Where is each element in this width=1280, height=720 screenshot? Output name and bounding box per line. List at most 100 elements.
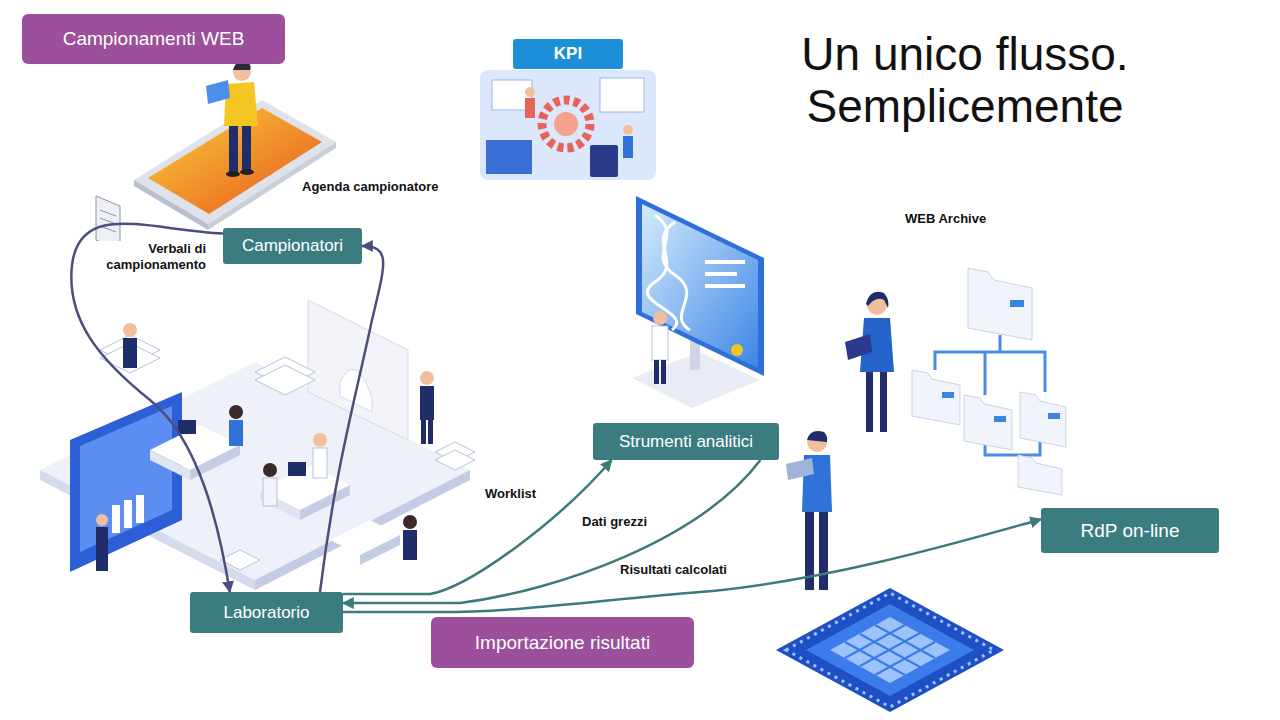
kpi-illustration bbox=[542, 100, 590, 148]
archive-tree-illustration bbox=[1018, 455, 1062, 495]
person-figure bbox=[807, 432, 827, 452]
laboratory-illustration bbox=[80, 406, 172, 552]
process-box: Importazione risultati bbox=[431, 617, 694, 668]
kpi-illustration bbox=[623, 136, 633, 158]
dna-monitor-illustration bbox=[653, 311, 667, 325]
chip-illustration bbox=[830, 617, 950, 683]
chip-illustration bbox=[786, 593, 994, 707]
process-box: Strumenti analitici bbox=[593, 423, 779, 460]
chip-illustration bbox=[845, 625, 905, 658]
person-figure bbox=[845, 334, 872, 360]
laboratory-illustration bbox=[70, 392, 182, 572]
dna-monitor-illustration bbox=[642, 204, 758, 368]
diagram-title: Un unico flusso. Semplicemente bbox=[770, 28, 1160, 132]
box-text: RdP on-line bbox=[1081, 520, 1180, 542]
laboratory-illustration bbox=[112, 505, 120, 533]
dna-monitor-illustration bbox=[632, 196, 764, 408]
archive-tree-illustration bbox=[942, 392, 954, 398]
chip-illustration bbox=[776, 588, 1004, 712]
laboratory-illustration bbox=[403, 530, 417, 560]
person-figure bbox=[880, 372, 887, 432]
kpi-illustration bbox=[600, 78, 644, 112]
archive-tree-illustration bbox=[994, 416, 1006, 422]
edge-label: Risultati calcolati bbox=[618, 562, 729, 578]
tablet-illustration bbox=[224, 82, 258, 126]
kpi-illustration bbox=[554, 112, 578, 136]
laboratory-illustration bbox=[40, 300, 475, 590]
dna-monitor-illustration bbox=[652, 326, 668, 360]
edge-label: Agenda campionatore bbox=[300, 179, 441, 195]
laboratory-illustration bbox=[360, 535, 400, 565]
archive-tree-illustration bbox=[968, 268, 1032, 340]
laboratory-illustration bbox=[190, 445, 240, 480]
archive-tree-illustration bbox=[912, 268, 1066, 495]
person-figure bbox=[786, 458, 814, 480]
laboratory-illustration bbox=[123, 323, 137, 337]
person-figure bbox=[786, 431, 832, 590]
laboratory-illustration bbox=[420, 386, 434, 420]
laboratory-illustration bbox=[300, 485, 350, 520]
kpi-illustration bbox=[480, 70, 656, 180]
person-figure bbox=[866, 372, 873, 432]
laboratory-illustration bbox=[124, 500, 132, 528]
laboratory-illustration bbox=[150, 450, 190, 480]
chip-illustration bbox=[806, 604, 974, 696]
box-text: Importazione risultati bbox=[475, 632, 650, 654]
dna-monitor-illustration bbox=[705, 260, 745, 264]
process-box: KPI bbox=[513, 39, 623, 69]
laboratory-illustration bbox=[308, 300, 408, 440]
laboratory-illustration bbox=[136, 495, 144, 523]
box-text: KPI bbox=[554, 44, 582, 64]
flow-arrow bbox=[71, 224, 229, 592]
dna-monitor-illustration bbox=[731, 344, 743, 356]
flow-arrow bbox=[343, 460, 760, 603]
kpi-illustration bbox=[525, 98, 535, 118]
tablet-illustration bbox=[229, 122, 238, 172]
chip-illustration bbox=[860, 634, 920, 667]
flow-arrow bbox=[320, 246, 383, 592]
dna-monitor-illustration bbox=[654, 360, 659, 384]
person-figure bbox=[807, 431, 827, 442]
dna-monitor-illustration bbox=[661, 360, 666, 384]
kpi-illustration bbox=[525, 87, 535, 97]
chip-illustration bbox=[860, 633, 920, 666]
annotation-label: WEB Archive bbox=[903, 211, 988, 227]
tablet-illustration bbox=[242, 122, 251, 170]
chip-illustration bbox=[875, 642, 935, 675]
kpi-illustration bbox=[486, 140, 532, 174]
laboratory-illustration bbox=[313, 433, 327, 447]
laboratory-illustration bbox=[178, 420, 196, 434]
person-figure bbox=[866, 292, 889, 308]
laboratory-illustration bbox=[313, 448, 327, 478]
flow-arrow bbox=[343, 460, 612, 594]
dna-monitor-illustration bbox=[636, 196, 764, 376]
kpi-illustration bbox=[623, 125, 633, 135]
process-box: Laboratorio bbox=[190, 592, 343, 633]
box-text: Campionatori bbox=[242, 236, 343, 256]
dna-monitor-illustration bbox=[647, 222, 676, 330]
chip-illustration bbox=[776, 588, 1004, 712]
laboratory-illustration bbox=[263, 463, 277, 477]
dna-monitor-illustration bbox=[705, 284, 745, 288]
tablet-illustration bbox=[240, 169, 254, 175]
tablet-illustration bbox=[134, 61, 336, 230]
laboratory-illustration bbox=[229, 420, 243, 446]
laboratory-illustration bbox=[420, 371, 434, 385]
kpi-illustration bbox=[480, 70, 656, 180]
kpi-illustration bbox=[590, 145, 618, 177]
box-text: Campionamenti WEB bbox=[63, 28, 245, 50]
laboratory-illustration bbox=[229, 405, 243, 419]
archive-tree-illustration bbox=[1048, 413, 1060, 419]
person-figure bbox=[819, 512, 828, 590]
laboratory-illustration bbox=[263, 478, 277, 506]
laboratory-illustration bbox=[255, 365, 315, 395]
archive-tree-illustration bbox=[964, 395, 1012, 450]
laboratory-illustration bbox=[288, 462, 306, 476]
tablet-illustration bbox=[206, 80, 230, 104]
archive-tree-illustration bbox=[912, 370, 960, 425]
edge-label: Verbali di campionamento bbox=[88, 241, 208, 273]
process-box: Campionatori bbox=[223, 228, 362, 264]
laboratory-illustration bbox=[403, 515, 417, 529]
